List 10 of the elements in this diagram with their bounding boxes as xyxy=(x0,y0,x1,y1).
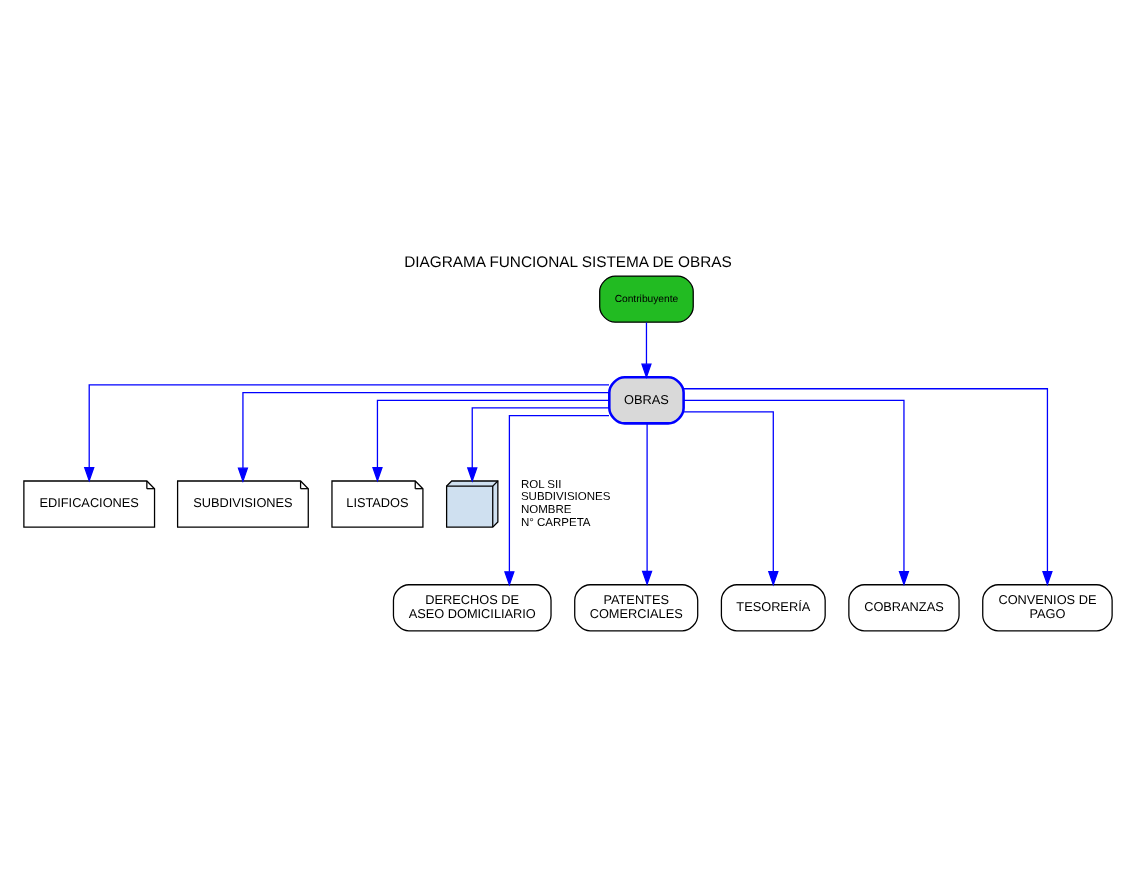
arrow xyxy=(372,399,610,483)
arrow xyxy=(237,391,610,483)
arrow xyxy=(504,415,610,587)
arrow xyxy=(466,407,610,483)
arrow xyxy=(683,411,779,587)
arrow xyxy=(683,399,910,587)
arrow xyxy=(683,388,1053,587)
arrow xyxy=(641,321,652,379)
arrow xyxy=(83,384,610,483)
arrow xyxy=(641,423,653,587)
